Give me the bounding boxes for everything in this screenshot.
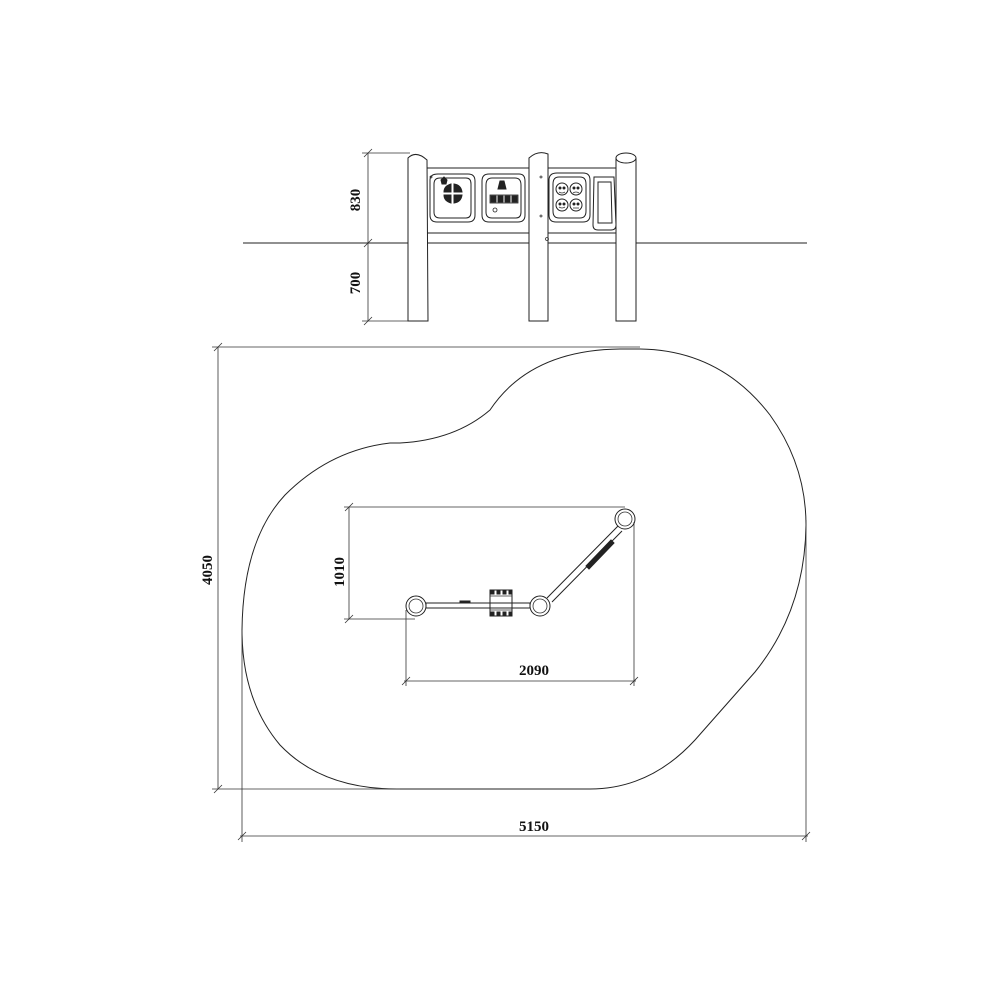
- height-above-ground-label: 830: [348, 189, 364, 212]
- safety-zone-width-label: 5150: [519, 819, 549, 835]
- width-dimension: [237, 520, 811, 842]
- safety-zone-outline: [241, 348, 807, 790]
- plan-panel-diagonal: [546, 525, 623, 603]
- equipment-width-dimension: [401, 522, 639, 686]
- post-middle: [528, 152, 549, 322]
- depth-below-ground-label: 700: [348, 272, 364, 295]
- safety-zone-depth-label: 4050: [200, 555, 216, 585]
- panel-bolts: [429, 175, 549, 241]
- elevation-view: 830 700: [243, 148, 807, 326]
- faces-game-panel: [548, 172, 591, 223]
- post-right-top: [615, 152, 637, 164]
- equipment-depth-label: 1010: [332, 557, 348, 587]
- equipment-width-label: 2090: [519, 663, 549, 679]
- mirror-panel: [592, 176, 617, 231]
- post-left: [407, 154, 429, 322]
- pieces-game-panel: [481, 173, 526, 223]
- plan-view: 4050 5150 1010 2090: [200, 342, 811, 842]
- plan-panel-knobs: [489, 589, 513, 617]
- plan-post-right: [614, 508, 636, 530]
- post-right: [615, 158, 637, 322]
- elevation-dimension: [362, 148, 410, 326]
- plan-panel-left: [425, 602, 531, 609]
- puzzle-game-panel: [429, 173, 476, 223]
- equipment-depth-dimension: [344, 502, 625, 624]
- equipment-plan: [405, 508, 636, 617]
- depth-dimension: [212, 342, 640, 794]
